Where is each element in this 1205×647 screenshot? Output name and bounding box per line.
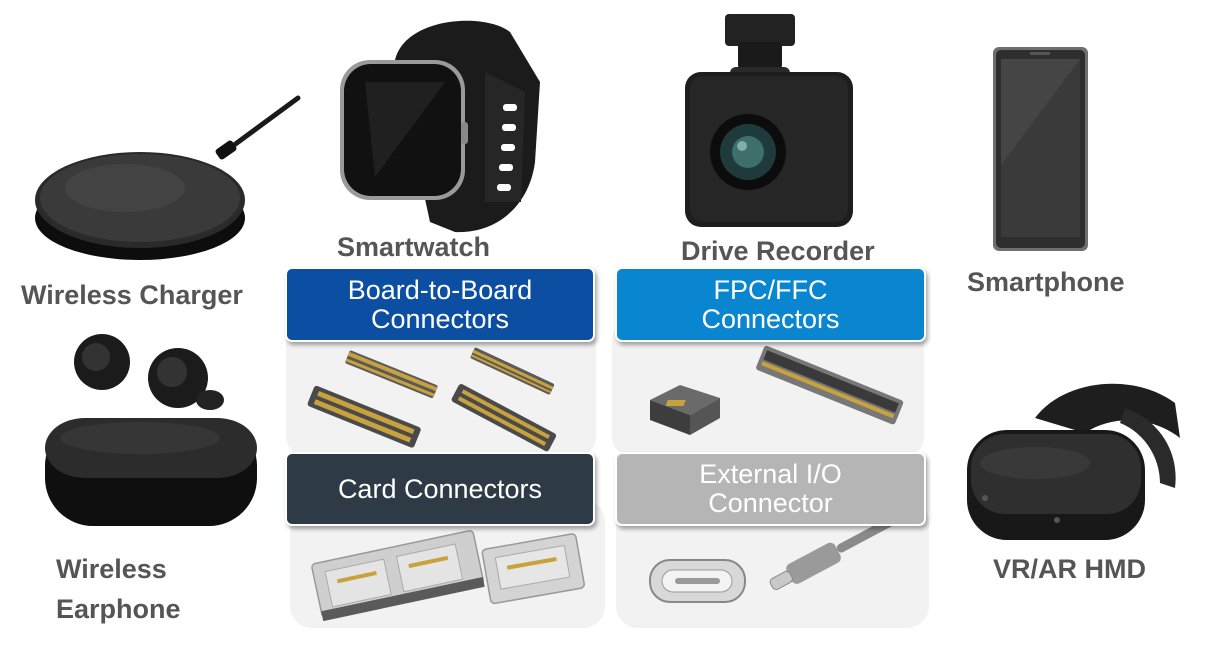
card-connector-image bbox=[311, 530, 585, 622]
vr-ar-hmd-label: VR/AR HMD bbox=[993, 554, 1146, 584]
wireless-charger-image bbox=[35, 95, 301, 260]
io-header-line1: External I/O bbox=[699, 459, 842, 489]
wireless-earphone-label-line2: Earphone bbox=[56, 594, 181, 624]
b2b-header-line2: Connectors bbox=[370, 303, 510, 334]
fpc-header-line2: Connectors bbox=[701, 303, 840, 334]
wireless-earphone-image bbox=[45, 334, 257, 526]
fpc-header-line1: FPC/FFC bbox=[713, 274, 828, 305]
smartphone-label: Smartphone bbox=[967, 267, 1125, 297]
io-connector-image bbox=[649, 502, 923, 603]
wireless-earphone-label-line1: Wireless bbox=[56, 554, 167, 584]
drive-recorder-image bbox=[685, 14, 853, 227]
io-header-line2: Connector bbox=[708, 488, 833, 518]
drive-recorder-label: Drive Recorder bbox=[681, 236, 875, 266]
external-io-connector-header: External I/O Connector bbox=[615, 452, 926, 526]
smartwatch-label: Smartwatch bbox=[337, 232, 491, 262]
card-header-line1: Card Connectors bbox=[337, 473, 543, 504]
b2b-connector-image bbox=[307, 347, 557, 452]
fpc-ffc-connectors-header: FPC/FFC Connectors bbox=[615, 267, 926, 342]
b2b-header-line1: Board-to-Board bbox=[347, 274, 533, 305]
fpc-connector-image bbox=[650, 345, 904, 435]
wireless-charger-label: Wireless Charger bbox=[21, 280, 243, 310]
card-connectors-header: Card Connectors bbox=[285, 452, 595, 526]
smartphone-image bbox=[993, 47, 1088, 251]
b2b-connectors-header: Board-to-Board Connectors bbox=[285, 267, 595, 342]
vr-ar-hmd-image bbox=[967, 383, 1180, 540]
smartwatch-image bbox=[340, 20, 540, 233]
